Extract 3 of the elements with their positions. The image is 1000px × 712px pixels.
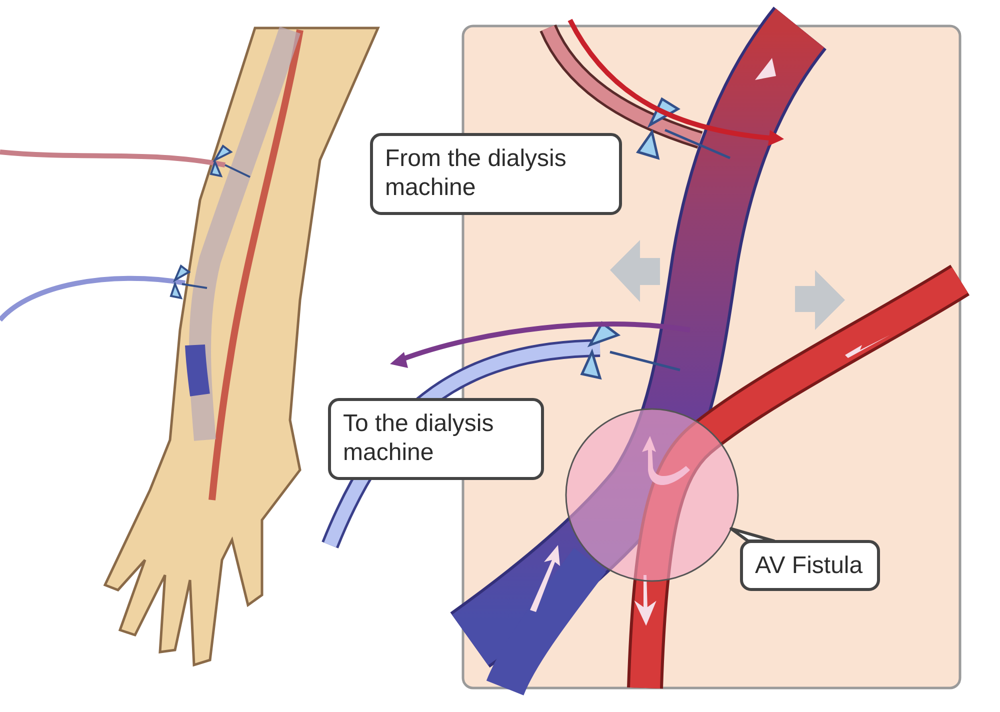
- fistula-area: [565, 408, 739, 582]
- callout-label: From the dialysis machine: [370, 133, 622, 215]
- callout-label: To the dialysis machine: [328, 398, 544, 480]
